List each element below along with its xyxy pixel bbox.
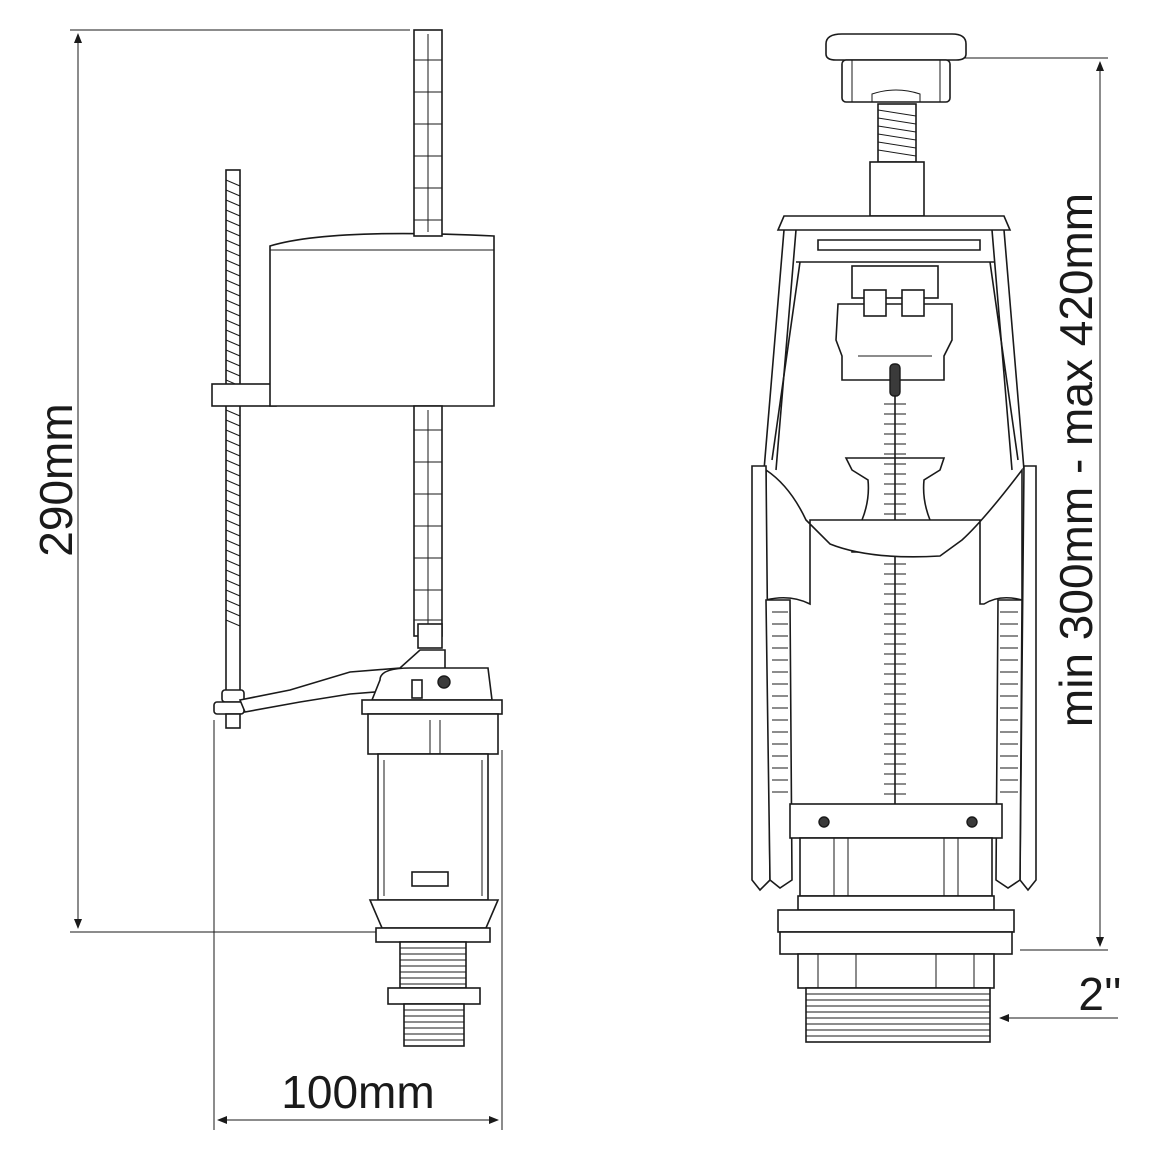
valve-head: [361, 667, 503, 770]
side-guide-left: [751, 465, 793, 892]
base-frame: [789, 803, 1003, 911]
float-cup: [269, 232, 495, 407]
width-dimension-fill: 100mm: [213, 720, 503, 1130]
threaded-shank: [387, 941, 481, 1047]
width-label-fill: 100mm: [281, 1066, 434, 1118]
float-rod: [213, 169, 245, 729]
trigger-mechanism: [835, 265, 953, 381]
height-label-flush: min 300mm - max 420mm: [1050, 193, 1102, 727]
threaded-outlet: [805, 987, 991, 1043]
thread-dimension: 2'': [999, 968, 1122, 1022]
vertical-tube: [413, 29, 443, 649]
height-dimension-fill: 290mm: [30, 29, 410, 933]
overflow-shield: [765, 467, 1023, 606]
flush-valve: min 300mm - max 420mm 2'': [751, 33, 1122, 1043]
float-clip: [211, 383, 277, 407]
outlet-seal: [777, 909, 1015, 989]
valve-body: [368, 753, 500, 943]
height-label-fill: 290mm: [30, 403, 82, 556]
button-spring: [869, 103, 925, 217]
fill-valve: 290mm 100mm: [30, 29, 503, 1130]
thread-label: 2'': [1078, 968, 1121, 1020]
push-button: [825, 33, 967, 103]
height-dimension-flush: min 300mm - max 420mm: [960, 57, 1108, 951]
cage-frame: [763, 215, 1025, 471]
